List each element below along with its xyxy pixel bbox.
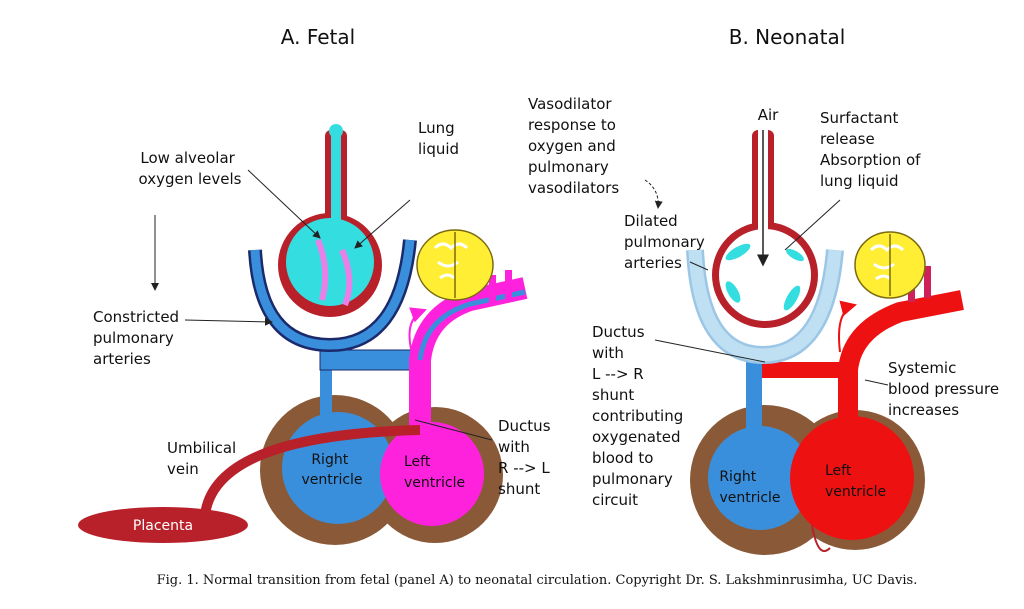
aortic-branch-1 (489, 275, 496, 305)
label-left-ventricle-b: Left ventricle (825, 463, 886, 500)
vasodilator-arrow (644, 179, 663, 209)
lv-muscle-line (811, 524, 831, 553)
ductus-pointer (414, 419, 493, 441)
ductus-arteriosus (319, 349, 416, 371)
placenta-label: Placenta (133, 518, 193, 534)
alveolus-air (719, 229, 811, 321)
dilated-pointer (689, 261, 709, 271)
pulmonary-trunk-b (746, 355, 762, 430)
alveolar-pointer (247, 169, 321, 239)
label-ductus-b: Ductus with L --> R shunt contributing o… (592, 323, 688, 509)
panel-fetal: A. Fetal (78, 25, 555, 545)
label-umbilical: Umbilical vein (167, 439, 241, 478)
alveolar-fold-2 (339, 248, 353, 307)
label-left-ventricle-a: Left ventricle (404, 454, 465, 491)
airway-liquid (331, 132, 341, 242)
label-lung-liquid: Lung liquid (418, 119, 459, 158)
surfactant-4 (786, 248, 804, 262)
right-ventricle-chamber-b (708, 426, 812, 530)
label-constricted: Constricted pulmonary arteries (93, 308, 184, 368)
label-dilated: Dilated pulmonary arteries (624, 212, 710, 272)
brain-icon (416, 229, 494, 301)
ductus-arteriosus-b (762, 362, 850, 378)
figure-caption: Fig. 1. Normal transition from fetal (pa… (157, 573, 918, 588)
label-surfactant: Surfactant release Absorption of lung li… (820, 109, 925, 190)
aorta-mixed-flow (417, 289, 526, 361)
umbilical-vein (200, 425, 421, 516)
label-right-ventricle-b: Right ventricle (719, 469, 780, 506)
label-vasodilator: Vasodilator response to oxygen and pulmo… (528, 95, 621, 197)
label-systemic: Systemic blood pressure increases (888, 359, 1004, 419)
label-air: Air (758, 106, 779, 124)
lung-liquid-pointer (354, 199, 411, 249)
oxygen-to-brain-arrow (408, 307, 427, 373)
brain-icon-b (854, 231, 926, 299)
surfactant-1 (725, 243, 751, 261)
alveolar-fold-1 (315, 238, 329, 301)
panel-neonatal: B. Neonatal (528, 25, 1004, 555)
surfactant-pointer (784, 199, 841, 251)
constricted-pointer (184, 317, 273, 326)
oxygen-to-brain-arrow-b (838, 300, 857, 353)
alveolus-liquid (286, 218, 374, 306)
left-ventricle-chamber-b (790, 416, 914, 540)
aortic-branch-2 (505, 270, 512, 300)
ductus-pointer-b (654, 339, 766, 363)
label-right-ventricle-a: Right ventricle (301, 452, 362, 488)
left-ventricle-chamber (380, 422, 484, 526)
systemic-pointer (864, 379, 889, 386)
panel-b-title: B. Neonatal (729, 25, 846, 49)
surfactant-3 (783, 285, 801, 311)
surfactant-2 (725, 281, 741, 303)
aortic-branch-b2 (924, 266, 931, 298)
constricted-pulmonary-artery (250, 239, 415, 350)
dilated-pulmonary-artery (688, 249, 842, 362)
placenta-shape (78, 507, 248, 543)
label-ductus-a: Ductus with R --> L shunt (498, 417, 555, 498)
airway-tip (329, 124, 343, 138)
label-low-alveolar: Low alveolar oxygen levels (139, 149, 242, 188)
panel-a-title: A. Fetal (281, 25, 355, 49)
